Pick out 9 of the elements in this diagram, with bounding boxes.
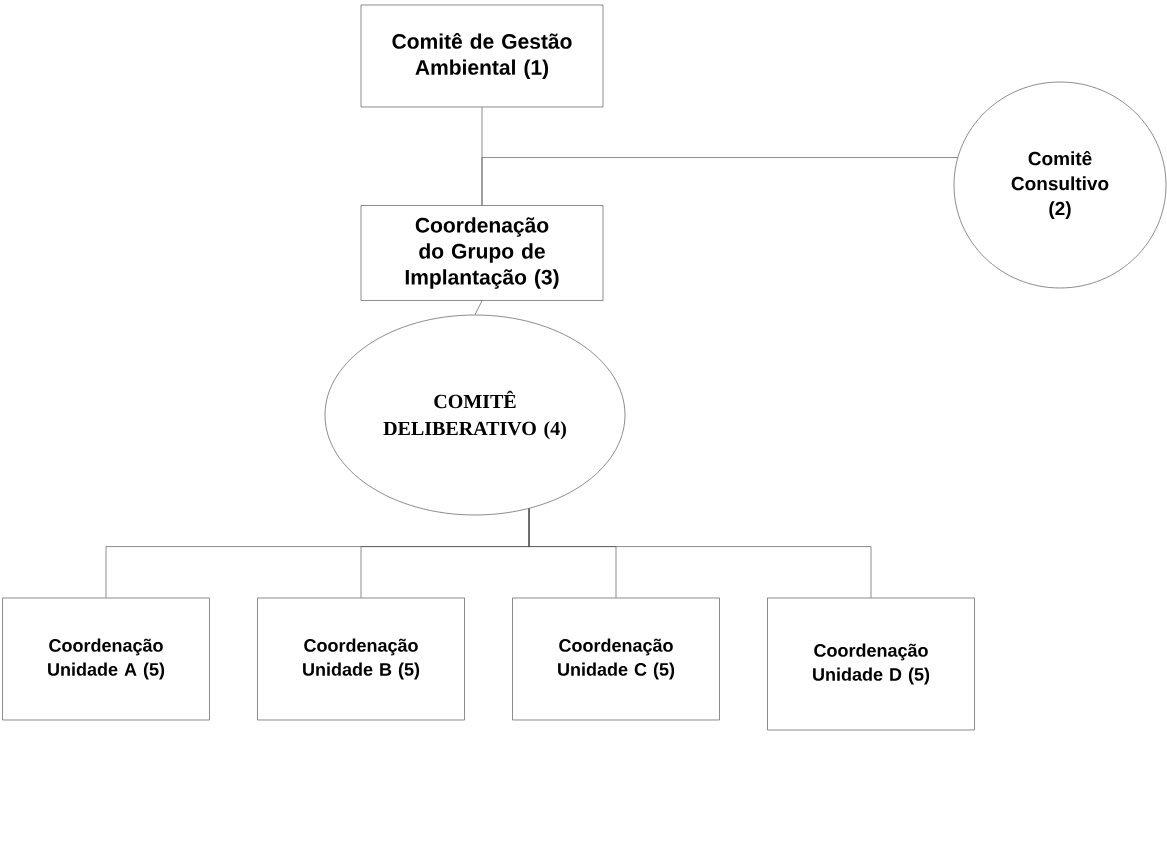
unit-box: Coordenação Unidade B (5) <box>257 597 465 721</box>
connector-line <box>474 300 483 315</box>
connector-line <box>481 157 958 206</box>
connector-line <box>528 508 872 598</box>
coordination-box: Coordenação do Grupo de Implantação (3) <box>360 205 604 301</box>
unit-box: Coordenação Unidade D (5) <box>767 597 975 731</box>
unit-box: Coordenação Unidade C (5) <box>512 597 720 721</box>
unit-box: Coordenação Unidade A (5) <box>2 597 210 721</box>
committee-box: Comitê de Gestão Ambiental (1) <box>360 4 604 108</box>
